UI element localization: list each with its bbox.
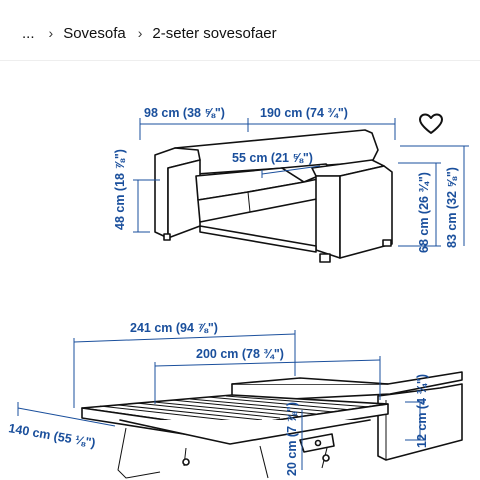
breadcrumb-sovesofa[interactable]: Sovesofa	[63, 24, 126, 42]
sofa-illustration	[154, 129, 393, 263]
width-label: 190 cm (74 ¾")	[260, 106, 348, 120]
seat-height-label: 48 cm (18 ⅞")	[113, 149, 127, 230]
mattress-thickness-label: 12 cm (4 ¾")	[415, 374, 429, 448]
chevron-right-icon: ›	[48, 25, 54, 41]
chevron-right-icon: ›	[137, 25, 143, 41]
dimension-lines-bed	[17, 330, 425, 470]
breadcrumb: ... › Sovesofa › 2-seter sovesofaer	[22, 22, 289, 44]
dimension-lines-top	[133, 118, 469, 247]
sofa-bed-illustration	[81, 371, 463, 479]
total-height-label: 83 cm (32 ⅝")	[445, 167, 459, 248]
depth-label: 98 cm (38 ⅝")	[144, 106, 225, 120]
breadcrumb-2-seter-sovesofaer[interactable]: 2-seter sovesofaer	[152, 24, 277, 42]
favorite-button[interactable]	[418, 112, 444, 136]
bed-length-label: 200 cm (78 ¾")	[196, 347, 284, 361]
breadcrumb-ellipsis[interactable]: ...	[22, 24, 35, 42]
arm-height-label: 68 cm (26 ¾")	[417, 172, 431, 253]
divider	[0, 60, 480, 61]
bed-height-label: 20 cm (7 ⅞")	[285, 402, 299, 476]
total-length-label: 241 cm (94 ⅞")	[130, 321, 218, 335]
bed-width-label: 140 cm (55 ⅛")	[7, 421, 96, 450]
heart-outline-icon	[419, 113, 443, 134]
seat-depth-label: 55 cm (21 ⅝")	[232, 151, 313, 165]
